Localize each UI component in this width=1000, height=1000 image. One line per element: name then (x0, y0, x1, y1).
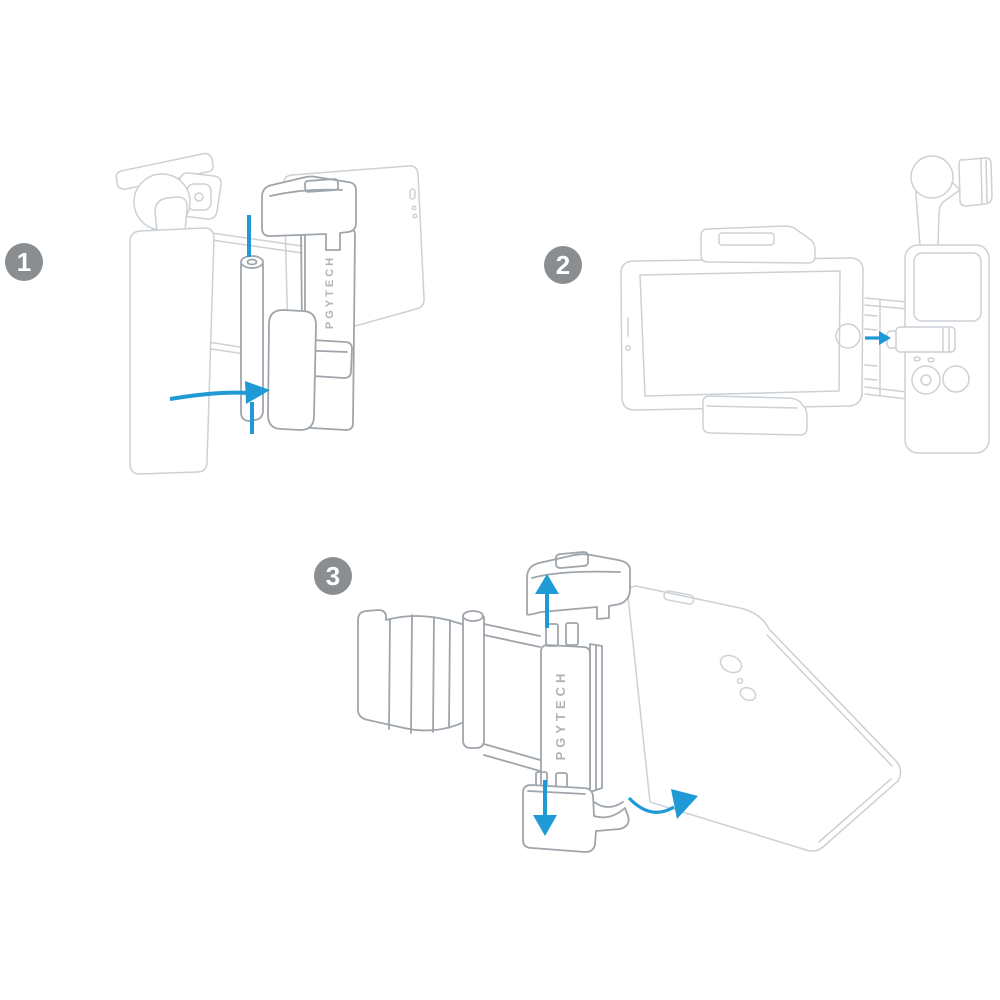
clamp-bottom-jaw (702, 395, 808, 436)
step1-illustration: PGYTECH (115, 152, 425, 475)
flash-dot (736, 677, 744, 685)
step1-number-badge: 1 (5, 243, 43, 281)
phone-body (627, 585, 902, 852)
rail-ridges (864, 314, 878, 381)
clamp-bottom-jaw (522, 784, 630, 853)
curved-arrowhead-icon (671, 789, 698, 819)
record-button (942, 365, 970, 393)
phone-screen (639, 270, 841, 397)
power-button-slot (663, 590, 695, 605)
jaw-contour (706, 405, 798, 409)
curved-right-arrow-icon (169, 390, 250, 401)
right-arrowhead-icon (879, 331, 891, 345)
step2-illustration (620, 155, 993, 454)
usb-connector-body (895, 326, 956, 353)
rear-mic (739, 686, 757, 702)
gimbal-top-bar (115, 152, 214, 190)
step1-arrows (169, 215, 270, 434)
gimbal-disc (910, 155, 954, 199)
step3-phone (627, 585, 902, 852)
grip-contours (388, 614, 451, 734)
phone-side-dot (412, 213, 418, 219)
osmo-grip-channel (357, 609, 473, 732)
top-rail (483, 623, 541, 648)
status-led (927, 357, 935, 363)
post-top (462, 610, 484, 622)
jaw-contour (527, 790, 624, 808)
phone-body (620, 257, 864, 411)
osmo-screen (913, 252, 982, 322)
phone-edge-lines (766, 634, 893, 843)
camera-block (958, 157, 993, 207)
pgytech-logo-text: PGYTECH (324, 255, 336, 329)
lens-ring-lines (980, 158, 988, 205)
gimbal-neck (154, 196, 188, 233)
step3-number-badge: 3 (314, 557, 352, 595)
camera-lens-dot (194, 192, 204, 202)
function-button (911, 365, 941, 395)
connector-lines (942, 326, 950, 353)
right-arrowhead-icon (245, 381, 270, 404)
pgytech-logo-text: PGYTECH (553, 670, 568, 761)
jaw-contour (269, 188, 343, 197)
osmo-handle (129, 227, 215, 475)
frame-post (462, 616, 485, 749)
column-tab (565, 622, 579, 646)
column-tab (545, 623, 559, 647)
step3-arrows (533, 574, 698, 836)
step2-osmo-pocket (904, 155, 993, 454)
front-camera-dot (625, 345, 631, 351)
step2-arrows (865, 331, 891, 345)
bracket-pad (267, 309, 317, 431)
step2-number-badge: 2 (544, 246, 582, 284)
status-led (913, 356, 921, 362)
rod-line (864, 297, 908, 310)
down-arrowhead-icon (533, 815, 557, 836)
clamp-top-jaw (261, 175, 357, 251)
step3-phone-clamp: PGYTECH (522, 551, 631, 853)
up-arrowhead-icon (535, 574, 559, 594)
cold-shoe-slot (718, 232, 775, 246)
rear-camera (719, 654, 743, 674)
phone-side-dot (411, 205, 417, 211)
clamp-top-jaw (526, 553, 631, 620)
post-hole (246, 258, 258, 266)
jaw-contour (531, 570, 621, 579)
rod-line (864, 386, 908, 400)
function-button-dot (920, 374, 932, 386)
bottom-rail (483, 743, 541, 772)
step3-illustration: PGYTECH (357, 551, 902, 853)
phone-side-button (409, 188, 416, 200)
step2-holder-rods (864, 297, 908, 400)
cold-shoe-slot (555, 551, 589, 569)
curved-right-arrow-icon (627, 796, 675, 814)
rail-edge (861, 297, 881, 398)
step3-grip-frame (357, 609, 541, 772)
post-top (240, 255, 264, 269)
step1-osmo-pocket (115, 152, 222, 475)
cold-shoe-slot (303, 178, 340, 193)
home-button (835, 323, 861, 349)
step2-phone (620, 225, 864, 436)
